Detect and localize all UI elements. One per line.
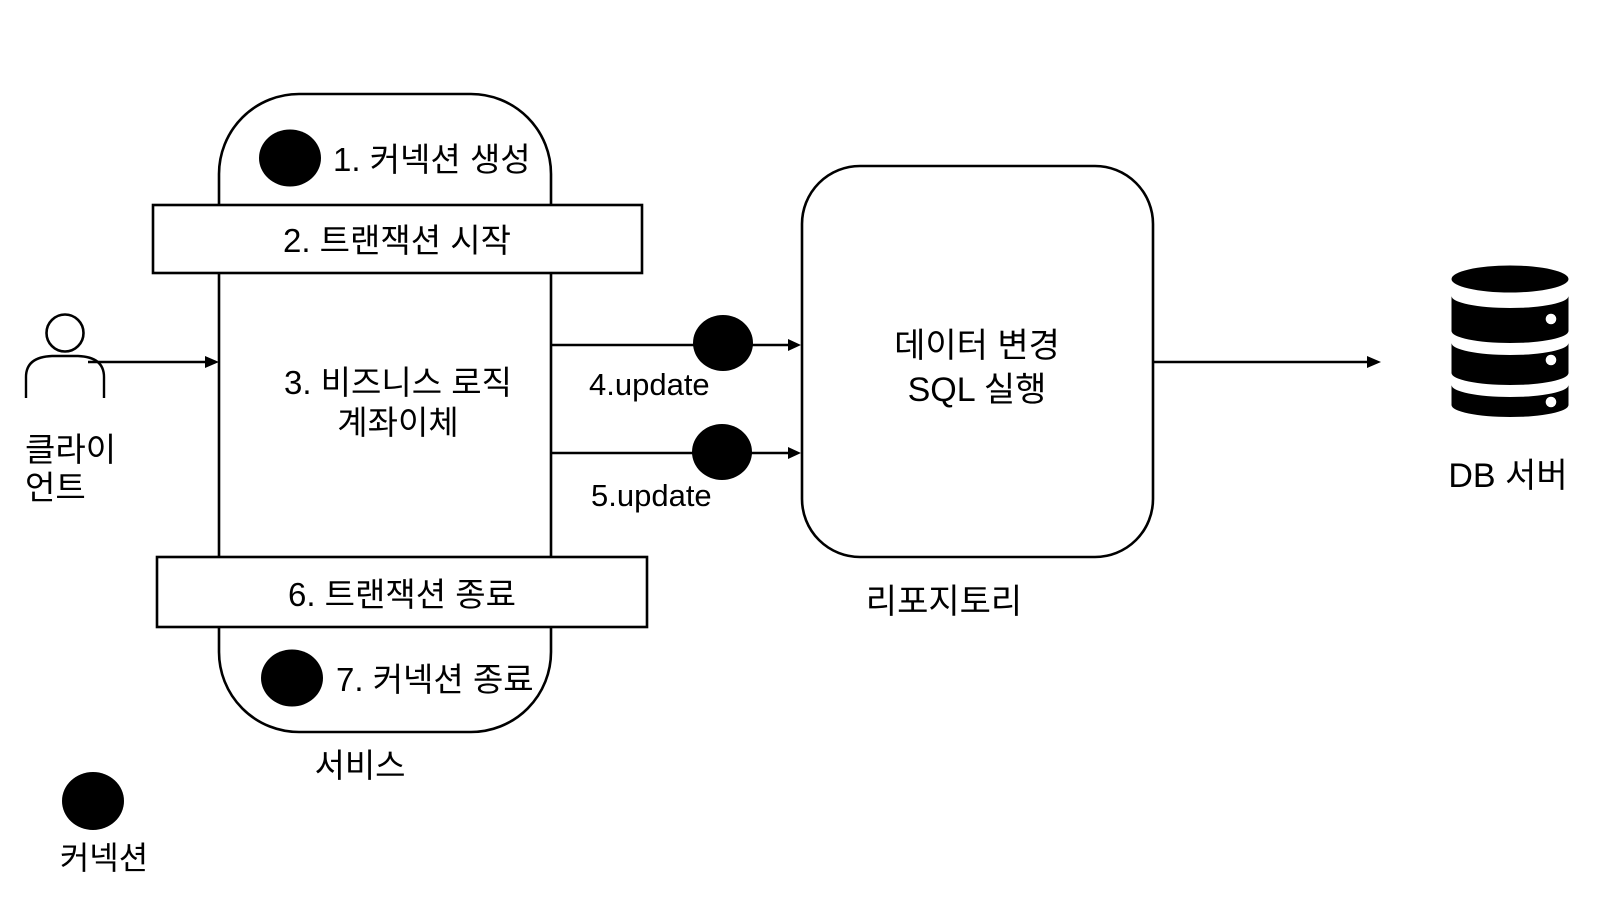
step7-label: 7. 커넥션 종료 (336, 661, 534, 698)
person-head-icon (45, 313, 85, 353)
update5-label: 5.update (591, 478, 712, 513)
repository-body-line2: SQL 실행 (908, 371, 1047, 409)
step1-label: 1. 커넥션 생성 (333, 141, 531, 178)
arrowhead-icon (205, 356, 219, 368)
arrowhead-icon (1367, 356, 1381, 368)
arrowhead-icon (788, 447, 801, 459)
service-label: 서비스 (314, 747, 405, 784)
db-server: DB 서버 (1448, 265, 1569, 495)
connection-dot-icon (261, 649, 323, 707)
repository-body-line1: 데이터 변경 (894, 327, 1060, 365)
db-server-label: DB 서버 (1448, 457, 1567, 495)
repository-to-db-arrow (1153, 356, 1381, 368)
repository: 데이터 변경 SQL 실행 리포지토리 (800, 164, 1155, 621)
transaction-end-band (155, 555, 649, 629)
step3-label-line1: 3. 비즈니스 로직 (284, 364, 512, 401)
connection-dot-icon (692, 424, 752, 480)
transaction-start-band (151, 203, 644, 275)
client-to-service-arrow (88, 356, 219, 368)
connection-legend: 커넥션 (60, 772, 148, 876)
update5-flow: 5.update (551, 424, 801, 513)
update4-flow: 4.update (551, 315, 801, 402)
connection-dot-icon (62, 772, 124, 830)
connection-dot-icon (259, 129, 321, 187)
arrowhead-icon (788, 339, 801, 351)
connection-legend-label: 커넥션 (60, 840, 148, 876)
step2-label: 2. 트랜잭션 시작 (283, 222, 511, 259)
repository-label: 리포지토리 (866, 583, 1022, 621)
step6-label: 6. 트랜잭션 종료 (288, 576, 516, 613)
person-shoulders-icon (24, 354, 106, 398)
client-label-line1: 클라이 (25, 431, 116, 468)
database-icon (1451, 265, 1569, 417)
step3-label-line2: 계좌이체 (337, 404, 458, 441)
update4-label: 4.update (589, 367, 710, 402)
connection-dot-icon (693, 315, 753, 371)
client-actor: 클라이 언트 (24, 313, 116, 506)
client-label-line2: 언트 (25, 469, 86, 506)
